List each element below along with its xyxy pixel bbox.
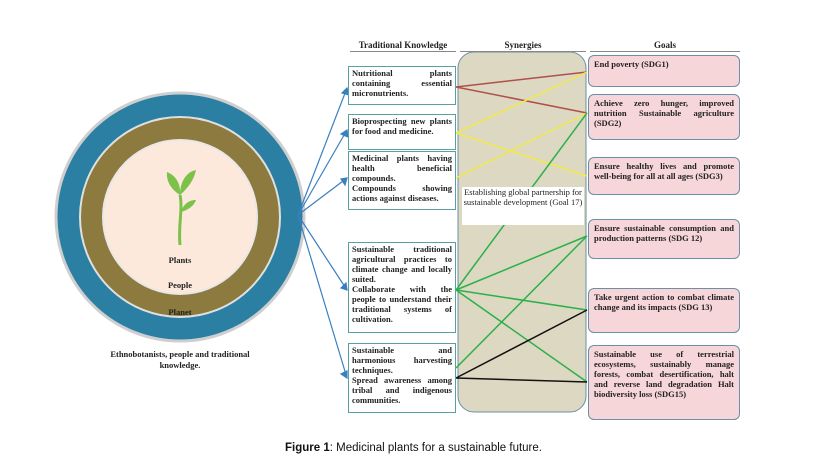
people-label: People bbox=[167, 280, 193, 290]
header-synergies: Synergies bbox=[460, 40, 586, 52]
collaborate-text: Collaborate with the people to understan… bbox=[352, 284, 452, 324]
synergy-goal17-label: Establishing global partnership for sust… bbox=[462, 187, 584, 225]
agri-practices-text: Sustainable traditional agricultural pra… bbox=[352, 244, 452, 284]
goal-sdg1: End poverty (SDG1) bbox=[588, 55, 740, 87]
compounds-text: Compounds showing actions against diseas… bbox=[352, 183, 452, 203]
green-line-2 bbox=[455, 235, 588, 291]
goal-sdg13: Take urgent action to combat climate cha… bbox=[588, 288, 740, 333]
plants-label: Plants bbox=[168, 255, 192, 265]
header-goals: Goals bbox=[590, 40, 740, 52]
header-traditional-knowledge: Traditional Knowledge bbox=[350, 40, 456, 52]
plant-icon bbox=[166, 170, 196, 246]
knowledge-harvesting: Sustainable and harmonious harvesting te… bbox=[348, 343, 456, 413]
knowledge-bioprospecting: Bioprospecting new plants for food and m… bbox=[348, 114, 456, 150]
figure-caption-label: Figure 1 bbox=[285, 442, 330, 454]
circle-to-knowledge-arrows bbox=[297, 86, 350, 380]
knowledge-nutritional-plants: Nutritional plants containing essential … bbox=[348, 66, 456, 105]
goal-sdg3: Ensure healthy lives and promote well-be… bbox=[588, 157, 740, 195]
goal-sdg15: Sustainable use of terrestrial ecosystem… bbox=[588, 345, 740, 420]
red-line-2 bbox=[455, 86, 588, 114]
yellow-line-1 bbox=[455, 71, 588, 134]
goal-sdg2: Achieve zero hunger, improved nutrition … bbox=[588, 94, 740, 140]
harvesting-text: Sustainable and harmonious harvesting te… bbox=[352, 345, 452, 375]
knowledge-medicinal-plants: Medicinal plants having health beneficia… bbox=[348, 151, 456, 210]
green-line-3 bbox=[455, 289, 588, 311]
yellow-line-3 bbox=[455, 112, 588, 179]
figure-caption: Figure 1: Medicinal plants for a sustain… bbox=[0, 442, 827, 454]
black-line-2 bbox=[455, 377, 588, 383]
goal-sdg12: Ensure sustainable consumption and produ… bbox=[588, 219, 740, 259]
green-line-5 bbox=[455, 235, 588, 369]
figure-caption-text: : Medicinal plants for a sustainable fut… bbox=[329, 442, 542, 454]
synergies-panel bbox=[457, 51, 587, 413]
black-line-1 bbox=[455, 309, 588, 379]
red-line-1 bbox=[455, 71, 588, 88]
side-caption: Ethnobotanists, people and traditional k… bbox=[110, 349, 250, 370]
awareness-text: Spread awareness among tribal and indige… bbox=[352, 375, 452, 405]
medicinal-plants-text: Medicinal plants having health beneficia… bbox=[352, 153, 452, 183]
planet-label: Planet bbox=[168, 307, 192, 317]
green-line-4 bbox=[455, 289, 588, 383]
knowledge-agricultural-practices: Sustainable traditional agricultural pra… bbox=[348, 242, 456, 333]
yellow-line-2 bbox=[455, 132, 588, 177]
